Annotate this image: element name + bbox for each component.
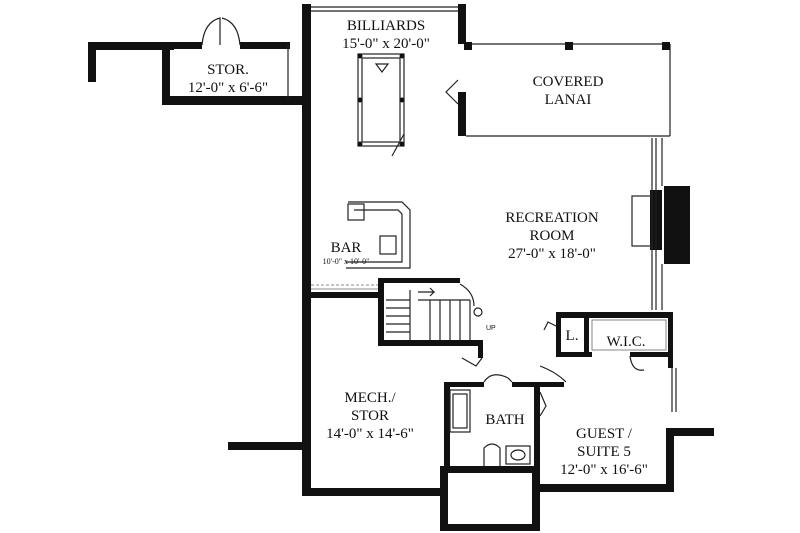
stair-up-label: UP (486, 325, 496, 332)
recreation-dims: 27'-0" x 18'-0" (508, 246, 596, 262)
bar-label: BAR (331, 240, 362, 256)
stor-dims: 12'-0" x 6'-6" (188, 80, 268, 96)
billiards-dims: 15'-0" x 20'-0" (342, 36, 430, 52)
guest-label-1: GUEST / (576, 426, 633, 442)
detail-lines (201, 6, 677, 466)
bath-label: BATH (485, 412, 524, 428)
guest-label-2: SUITE 5 (577, 444, 631, 460)
recreation-label-2: ROOM (529, 228, 574, 244)
lanai-label-1: COVERED (533, 74, 604, 90)
stor-label: STOR. (207, 62, 249, 78)
lanai-label-2: LANAI (545, 92, 592, 108)
interior-walls (302, 278, 673, 486)
billiards-label: BILLIARDS (347, 18, 425, 34)
guest-dims: 12'-0" x 16'-6" (560, 462, 648, 478)
mech-label-1: MECH./ (344, 390, 396, 406)
bar-dims: 10'-0" x 10'-0" (323, 257, 370, 266)
linen-label: L. (566, 328, 579, 344)
mech-dims: 14'-0" x 14'-6" (326, 426, 414, 442)
room-labels: BILLIARDS 15'-0" x 20'-0" STOR. 12'-0" x… (188, 18, 648, 478)
wic-label: W.I.C. (606, 334, 645, 350)
mech-label-2: STOR (351, 408, 389, 424)
recreation-label-1: RECREATION (505, 210, 599, 226)
